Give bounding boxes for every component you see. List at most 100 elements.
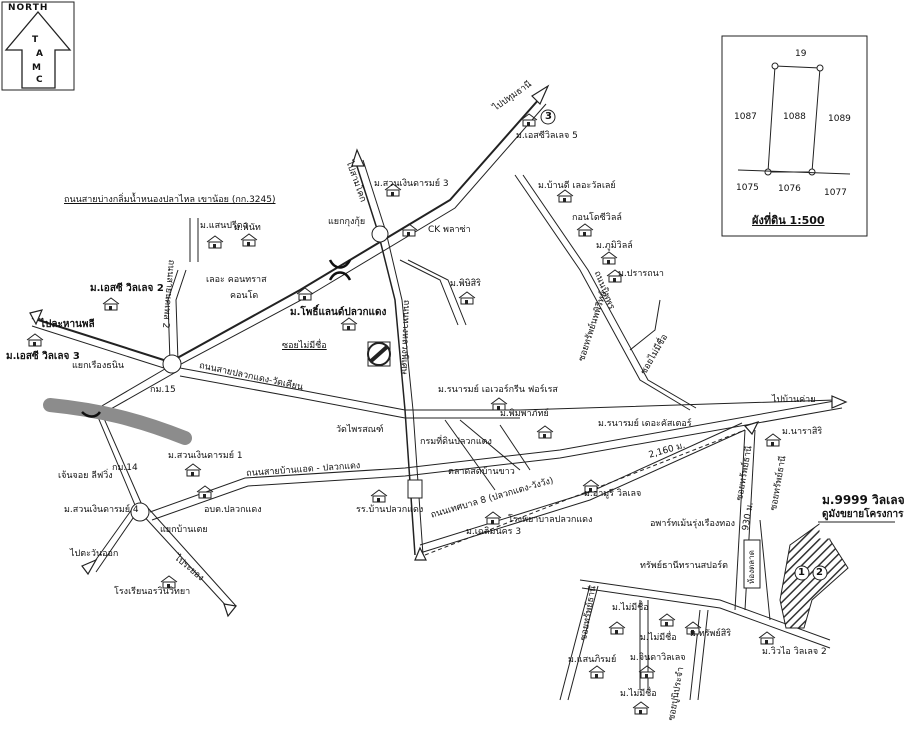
- inset-lot-19: 19: [795, 49, 807, 59]
- label-mmai1: ม.ไม่มีชื่อ: [612, 603, 649, 613]
- road-north-south: [354, 159, 416, 556]
- inset-lot-1088: 1088: [783, 112, 806, 122]
- house-icon: [582, 479, 600, 493]
- label-aor: อบต.ปลวกแดง: [204, 505, 262, 515]
- label-school: รร.บ้านปลวกแดง: [356, 505, 424, 515]
- overpass-1: [328, 259, 352, 269]
- road-highway-grey: [43, 398, 192, 445]
- arrow-south: [223, 603, 238, 618]
- arrow-west: [29, 309, 44, 326]
- house-icon: [370, 489, 388, 503]
- label-mchalm: ม.เฉลิมนคร 3: [466, 527, 522, 537]
- label-mec5: ม.เอสซีวิลเลจ 5: [516, 131, 578, 141]
- house-icon: [638, 665, 656, 679]
- label-to-east: ไปตะวันออก: [70, 549, 119, 559]
- road-west: [167, 269, 179, 363]
- label-lethai: เลอะ คอนทราส: [206, 275, 267, 285]
- circle-3: [540, 109, 556, 125]
- north-letter-t: T: [32, 35, 39, 45]
- inset-lot-1089: 1089: [828, 114, 851, 124]
- project-badge-2: 2: [816, 567, 823, 578]
- inset-lot-1075: 1075: [736, 183, 759, 193]
- north-badge: [1, 1, 75, 91]
- label-hotel: ทรัพย์ธานีทรานสปอร์ต: [640, 561, 728, 571]
- house-icon: [588, 665, 606, 679]
- roundabout-kungkung: [371, 225, 389, 243]
- house-icon: [26, 333, 44, 347]
- house-icon: [600, 251, 618, 265]
- label-mpinat: ม.พินัท: [234, 223, 261, 233]
- north-letter-a: A: [36, 49, 43, 59]
- label-kondo: คอนโด: [230, 291, 259, 301]
- project-badges: [794, 565, 828, 581]
- overpass-2: [81, 411, 102, 418]
- label-mbantd: ม.บ้านดี เลอะวัลเลย์: [538, 181, 616, 191]
- road-to-rayong: [139, 511, 231, 611]
- house-icon: [340, 317, 358, 331]
- label-road-3245: ถนนสายบ่างกลิ่มน้ำหนองปลาไหล เขาน้อย (กก…: [64, 195, 276, 205]
- label-km14: กม.14: [112, 463, 138, 473]
- label-korn: กอนโดซีวิลล์: [572, 213, 622, 223]
- house-icon: [632, 701, 650, 715]
- label-ck: CK พลาซ่า: [428, 225, 471, 235]
- label-sub-district: กรมที่ดินปลวกแดง: [420, 437, 492, 447]
- label-mpp: ม.โพธิ์แลนด์ปลวกแดง: [290, 307, 387, 318]
- label-to-bang: ไปบ้านค่าย: [772, 395, 816, 405]
- house-icon: [296, 287, 314, 301]
- north-title: NORTH: [8, 3, 49, 13]
- label-apart: อพาร์ทเม้นรุ่งเรืองทอง: [650, 519, 735, 529]
- label-mrnm2: ม.รนารมย์ เดอะคัสเตอร์: [598, 419, 692, 429]
- seven-eleven: [407, 479, 423, 499]
- label-km15: กม.15: [150, 385, 176, 395]
- inset-lot-1077: 1077: [824, 188, 847, 198]
- house-icon: [658, 613, 676, 627]
- project-name: ม.9999 วิลเลจ: [822, 493, 905, 507]
- label-mprn: ม.ปรารถนา: [618, 269, 664, 279]
- label-mec2: ม.เอสซี วิลเลจ 2: [90, 283, 164, 294]
- arrow-north: [351, 148, 365, 167]
- label-mpmp: ม.พิมพาภัทย์: [500, 409, 549, 419]
- label-rongrian: โรงเรียนอรวินวิทยา: [114, 587, 191, 597]
- label-jenchoi: เจ้นจอย ลีฟวิ่ง: [58, 471, 113, 481]
- circle-3-label: 3: [545, 111, 552, 122]
- house-icon: [684, 621, 702, 635]
- north-letter-c: C: [36, 75, 43, 85]
- label-road-mid: ถนนทางหลวงพิเศษ: [398, 299, 411, 375]
- label-to-pam: ไปละหานพลี: [40, 319, 95, 330]
- label-mrnm: ม.รนารมย์ เอเวอร์กรีน ฟอร์เรส: [438, 385, 558, 395]
- project-subtitle: ดูมังขยายโครงการ: [822, 509, 904, 520]
- label-msuan-3: ม.สวนเงินดารมย์ 3: [374, 179, 449, 189]
- road-southwest: [89, 365, 171, 569]
- house-icon: [536, 425, 554, 439]
- label-msaenp: ม.แสนปรีดา: [200, 221, 248, 231]
- house-icon: [240, 233, 258, 247]
- label-manu: ม.อามูรี วิลเลจ: [584, 489, 642, 499]
- house-icon: [196, 485, 214, 499]
- label-market: ตลาดสดบ้านขาว: [448, 467, 515, 477]
- house-icon: [484, 511, 502, 525]
- house-icon: [764, 433, 782, 447]
- house-icon: [608, 621, 626, 635]
- label-mppp: ม.ภูมิวิลล์: [596, 241, 633, 251]
- label-msap: ม.ทรัพย์สิริ: [690, 629, 732, 639]
- house-icon: [606, 269, 624, 283]
- house-icon: [206, 235, 224, 249]
- inset-lot-1087: 1087: [734, 112, 757, 122]
- label-wat: วัดไพรสณฑ์: [336, 425, 384, 435]
- house-icon: [384, 183, 402, 197]
- arrow-east: [831, 395, 848, 409]
- road-east-branch: [514, 174, 691, 411]
- house-icon: [576, 223, 594, 237]
- house-icon: [160, 575, 178, 589]
- label-mmai2: ม.ไม่มีชื่อ: [640, 633, 677, 643]
- label-kungkung: แยกกุงกุ้ย: [328, 217, 366, 227]
- house-icon: [758, 631, 776, 645]
- house-icon: [458, 291, 476, 305]
- label-soi-mai: ซอยไม่มีชื่อ: [282, 341, 327, 351]
- label-msuan1: ม.สวนเงินดารมย์ 1: [168, 451, 243, 461]
- roundabout-yaek: [162, 354, 182, 374]
- house-icon: [184, 463, 202, 477]
- project-badge-1: 1: [798, 567, 805, 578]
- label-hospital: โรงพยาบาลปลวกแดง: [508, 515, 593, 525]
